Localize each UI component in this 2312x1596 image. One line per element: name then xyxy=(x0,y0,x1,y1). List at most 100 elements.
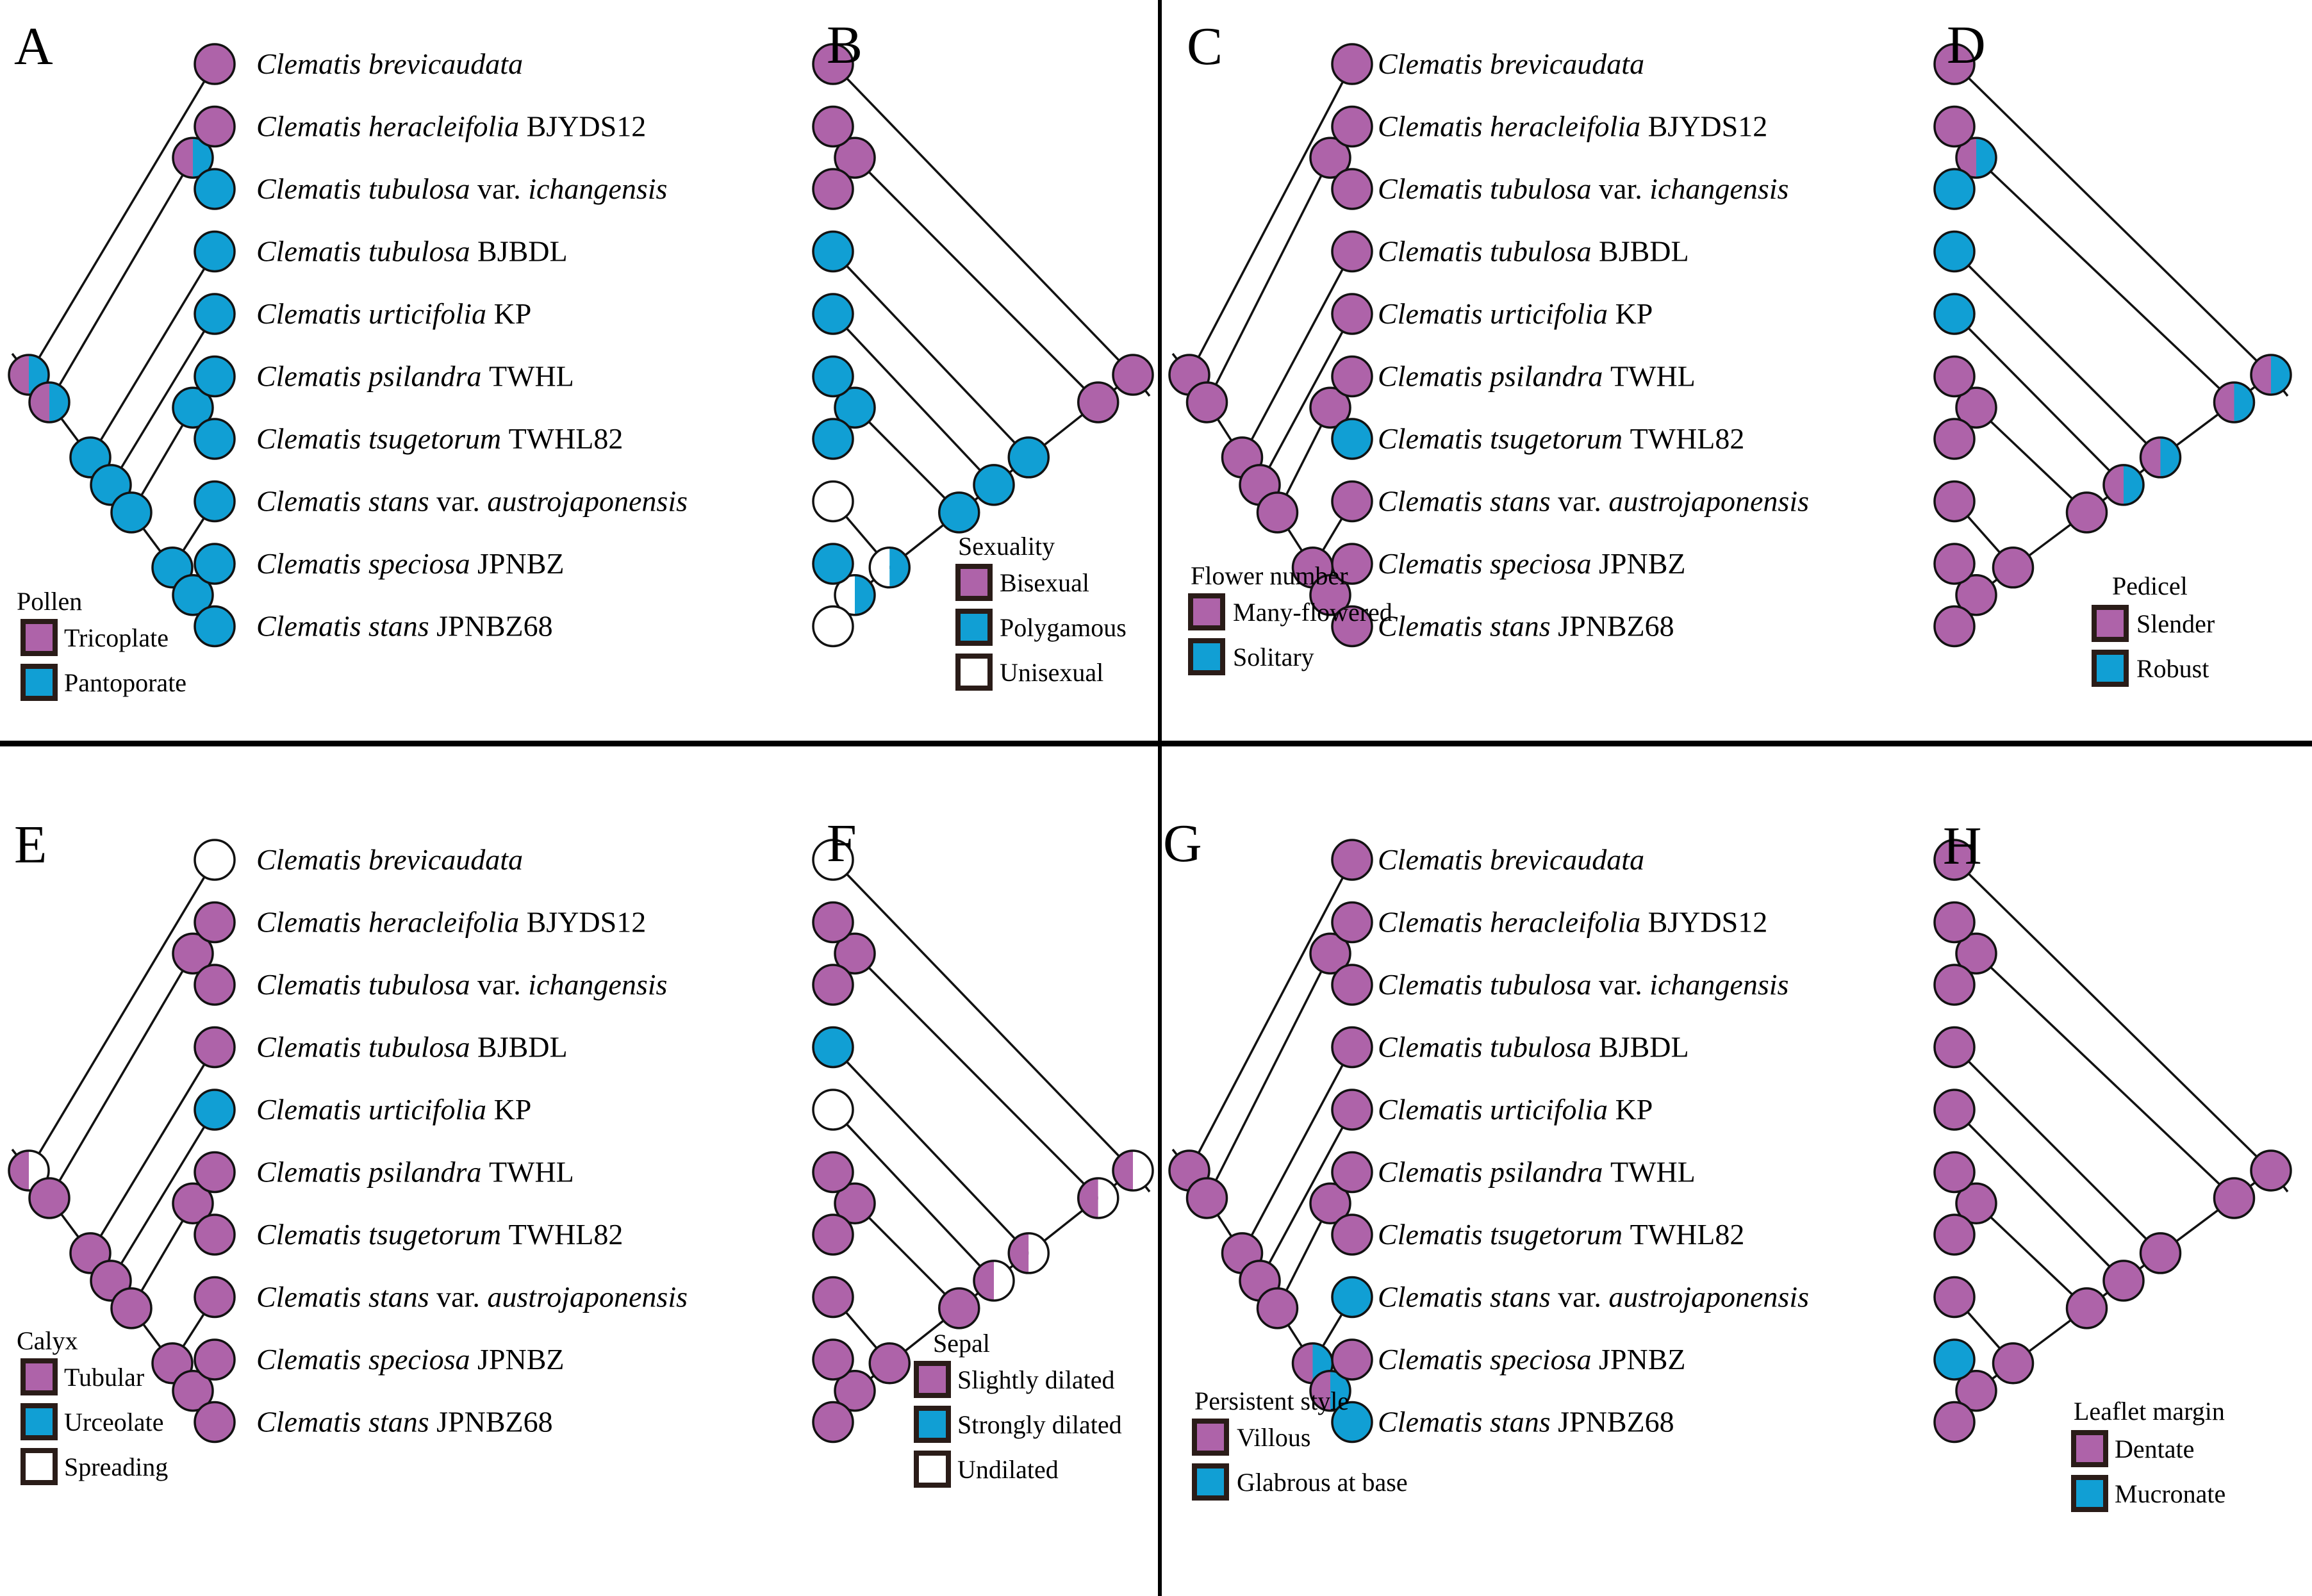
tree-edge xyxy=(832,313,995,486)
legend-label: Glabrous at base xyxy=(1237,1468,1408,1497)
tree-node-n2-left-half xyxy=(1956,138,1976,178)
tree-tip-4 xyxy=(1331,1089,1373,1131)
tree-edge xyxy=(1205,953,1332,1199)
species-label-segment: JPNBZ xyxy=(1599,1343,1685,1376)
tree-tip-8 xyxy=(812,543,854,585)
species-label: Clematis tubulosa var. ichangensis xyxy=(256,968,667,1001)
legend-label: Bisexual xyxy=(1000,568,1089,597)
legend-label: Urceolate xyxy=(64,1408,163,1436)
tree-node-n1 xyxy=(1077,381,1119,424)
tree-tip-7 xyxy=(1933,480,1976,523)
species-label-segment: JPNBZ xyxy=(477,1343,564,1376)
species-label-segment: KP xyxy=(494,1093,532,1126)
tree-node-n7-right-half xyxy=(889,547,910,588)
tree-tip-6 xyxy=(812,1213,854,1256)
tree-tip-6 xyxy=(812,418,854,460)
species-label-segment: BJYDS12 xyxy=(527,906,647,939)
species-label: Clematis heracleifolia BJYDS12 xyxy=(256,110,646,143)
tree-edge xyxy=(1241,1046,1353,1254)
legend-swatch-blue xyxy=(21,664,58,701)
tree-tip-1 xyxy=(194,105,236,148)
species-label: Clematis urticifolia KP xyxy=(256,297,531,330)
tree-edge xyxy=(28,63,216,375)
tree-tip-5 xyxy=(1933,1151,1976,1194)
tree-node-n2 xyxy=(1955,136,1997,179)
tree-node-n4 xyxy=(2102,464,2145,506)
legend-label: Slender xyxy=(2136,609,2215,638)
tree-node-n6 xyxy=(1955,1182,1997,1224)
panel-letter-F: F xyxy=(827,814,857,873)
tree-edge xyxy=(1953,859,2272,1172)
tree-edge xyxy=(832,1046,1030,1255)
tree-tip-0 xyxy=(1331,839,1373,881)
tree-tip-0 xyxy=(812,839,854,881)
species-label-segment: Clematis brevicaudata xyxy=(1378,843,1644,876)
tree-node-n7 xyxy=(868,547,911,589)
tree-node-n8 xyxy=(1955,1370,1997,1412)
species-label-segment: Clematis urticifolia xyxy=(256,297,494,330)
tree-node-n8-left-half xyxy=(835,575,855,615)
species-label-segment: Clematis tubulosa xyxy=(256,968,477,1001)
tree-edge xyxy=(854,953,1099,1199)
legend-title: Persistent style xyxy=(1194,1386,1349,1415)
tree-edge xyxy=(832,251,1030,459)
species-label-segment: BJBDL xyxy=(477,235,568,268)
species-label-segment: Clematis tubulosa xyxy=(256,235,477,268)
tree-tip-4 xyxy=(1331,293,1373,335)
species-label-segment: Clematis urticifolia xyxy=(1378,297,1615,330)
tree-tip-2 xyxy=(812,964,854,1006)
tree-tip-6 xyxy=(1331,1213,1373,1256)
tree-edge xyxy=(1259,1109,1353,1281)
tree-node-n5 xyxy=(1256,1287,1299,1329)
tree-node-n7-left-half xyxy=(1292,1343,1313,1383)
species-label-segment: Clematis brevicaudata xyxy=(256,843,523,876)
tree-tip-9 xyxy=(194,1401,236,1444)
species-label-segment: JPNBZ68 xyxy=(1558,1406,1674,1438)
tree-tip-0 xyxy=(194,43,236,85)
tree-node-n8 xyxy=(834,1370,876,1412)
tree-tip-2 xyxy=(1933,168,1976,210)
legend-swatch-purple xyxy=(21,619,58,656)
species-label: Clematis tsugetorum TWHL82 xyxy=(256,422,623,455)
species-label-segment: Clematis tubulosa xyxy=(1378,1031,1599,1064)
species-label-segment: Clematis heracleifolia xyxy=(256,906,527,939)
tree-node-n6 xyxy=(172,1182,214,1224)
tree-tip-7 xyxy=(194,480,236,523)
tree-node-root xyxy=(2250,1149,2292,1192)
tree-node-root xyxy=(8,1149,50,1192)
species-label-segment: JPNBZ68 xyxy=(436,1406,552,1438)
tree-tip-2 xyxy=(194,168,236,210)
legend-swatch-purple xyxy=(955,564,993,601)
panel-letter-C: C xyxy=(1187,17,1223,76)
tree-node-n5 xyxy=(1256,491,1299,534)
legend-swatch-purple xyxy=(2092,605,2129,642)
species-label-segment: Clematis stans xyxy=(1378,1281,1558,1313)
tree-node-n1-right-half xyxy=(49,382,69,422)
tree-node-n4-right-half xyxy=(2124,465,2143,505)
tree-tip-4 xyxy=(812,293,854,335)
legend-swatch-purple xyxy=(1192,1419,1229,1456)
species-label: Clematis speciosa JPNBZ xyxy=(1378,1343,1685,1376)
tree-node-root-right-half xyxy=(2271,355,2291,395)
tree-tip-8 xyxy=(194,543,236,585)
tree-node-n3 xyxy=(2139,1232,2182,1274)
tree-tip-0 xyxy=(812,43,854,85)
legend-title: Pedicel xyxy=(2112,572,2188,600)
tree-tip-1 xyxy=(1331,105,1373,148)
species-label-segment: TWHL xyxy=(489,1156,574,1189)
legend-swatch-purple xyxy=(1188,593,1225,630)
legend-label: Polygamous xyxy=(1000,613,1127,642)
legend-swatch-purple xyxy=(2071,1430,2108,1467)
species-label-segment: var. xyxy=(1558,485,1608,518)
tree-node-n4-left-half xyxy=(2103,465,2124,505)
tree-node-n6 xyxy=(1309,386,1351,429)
tree-tip-4 xyxy=(812,1089,854,1131)
tree-tip-9 xyxy=(1331,1401,1373,1444)
tree-node-n2-right-half xyxy=(1976,138,1996,178)
tree-node-n1 xyxy=(1185,1177,1228,1219)
species-label-segment: var. xyxy=(1599,172,1649,205)
